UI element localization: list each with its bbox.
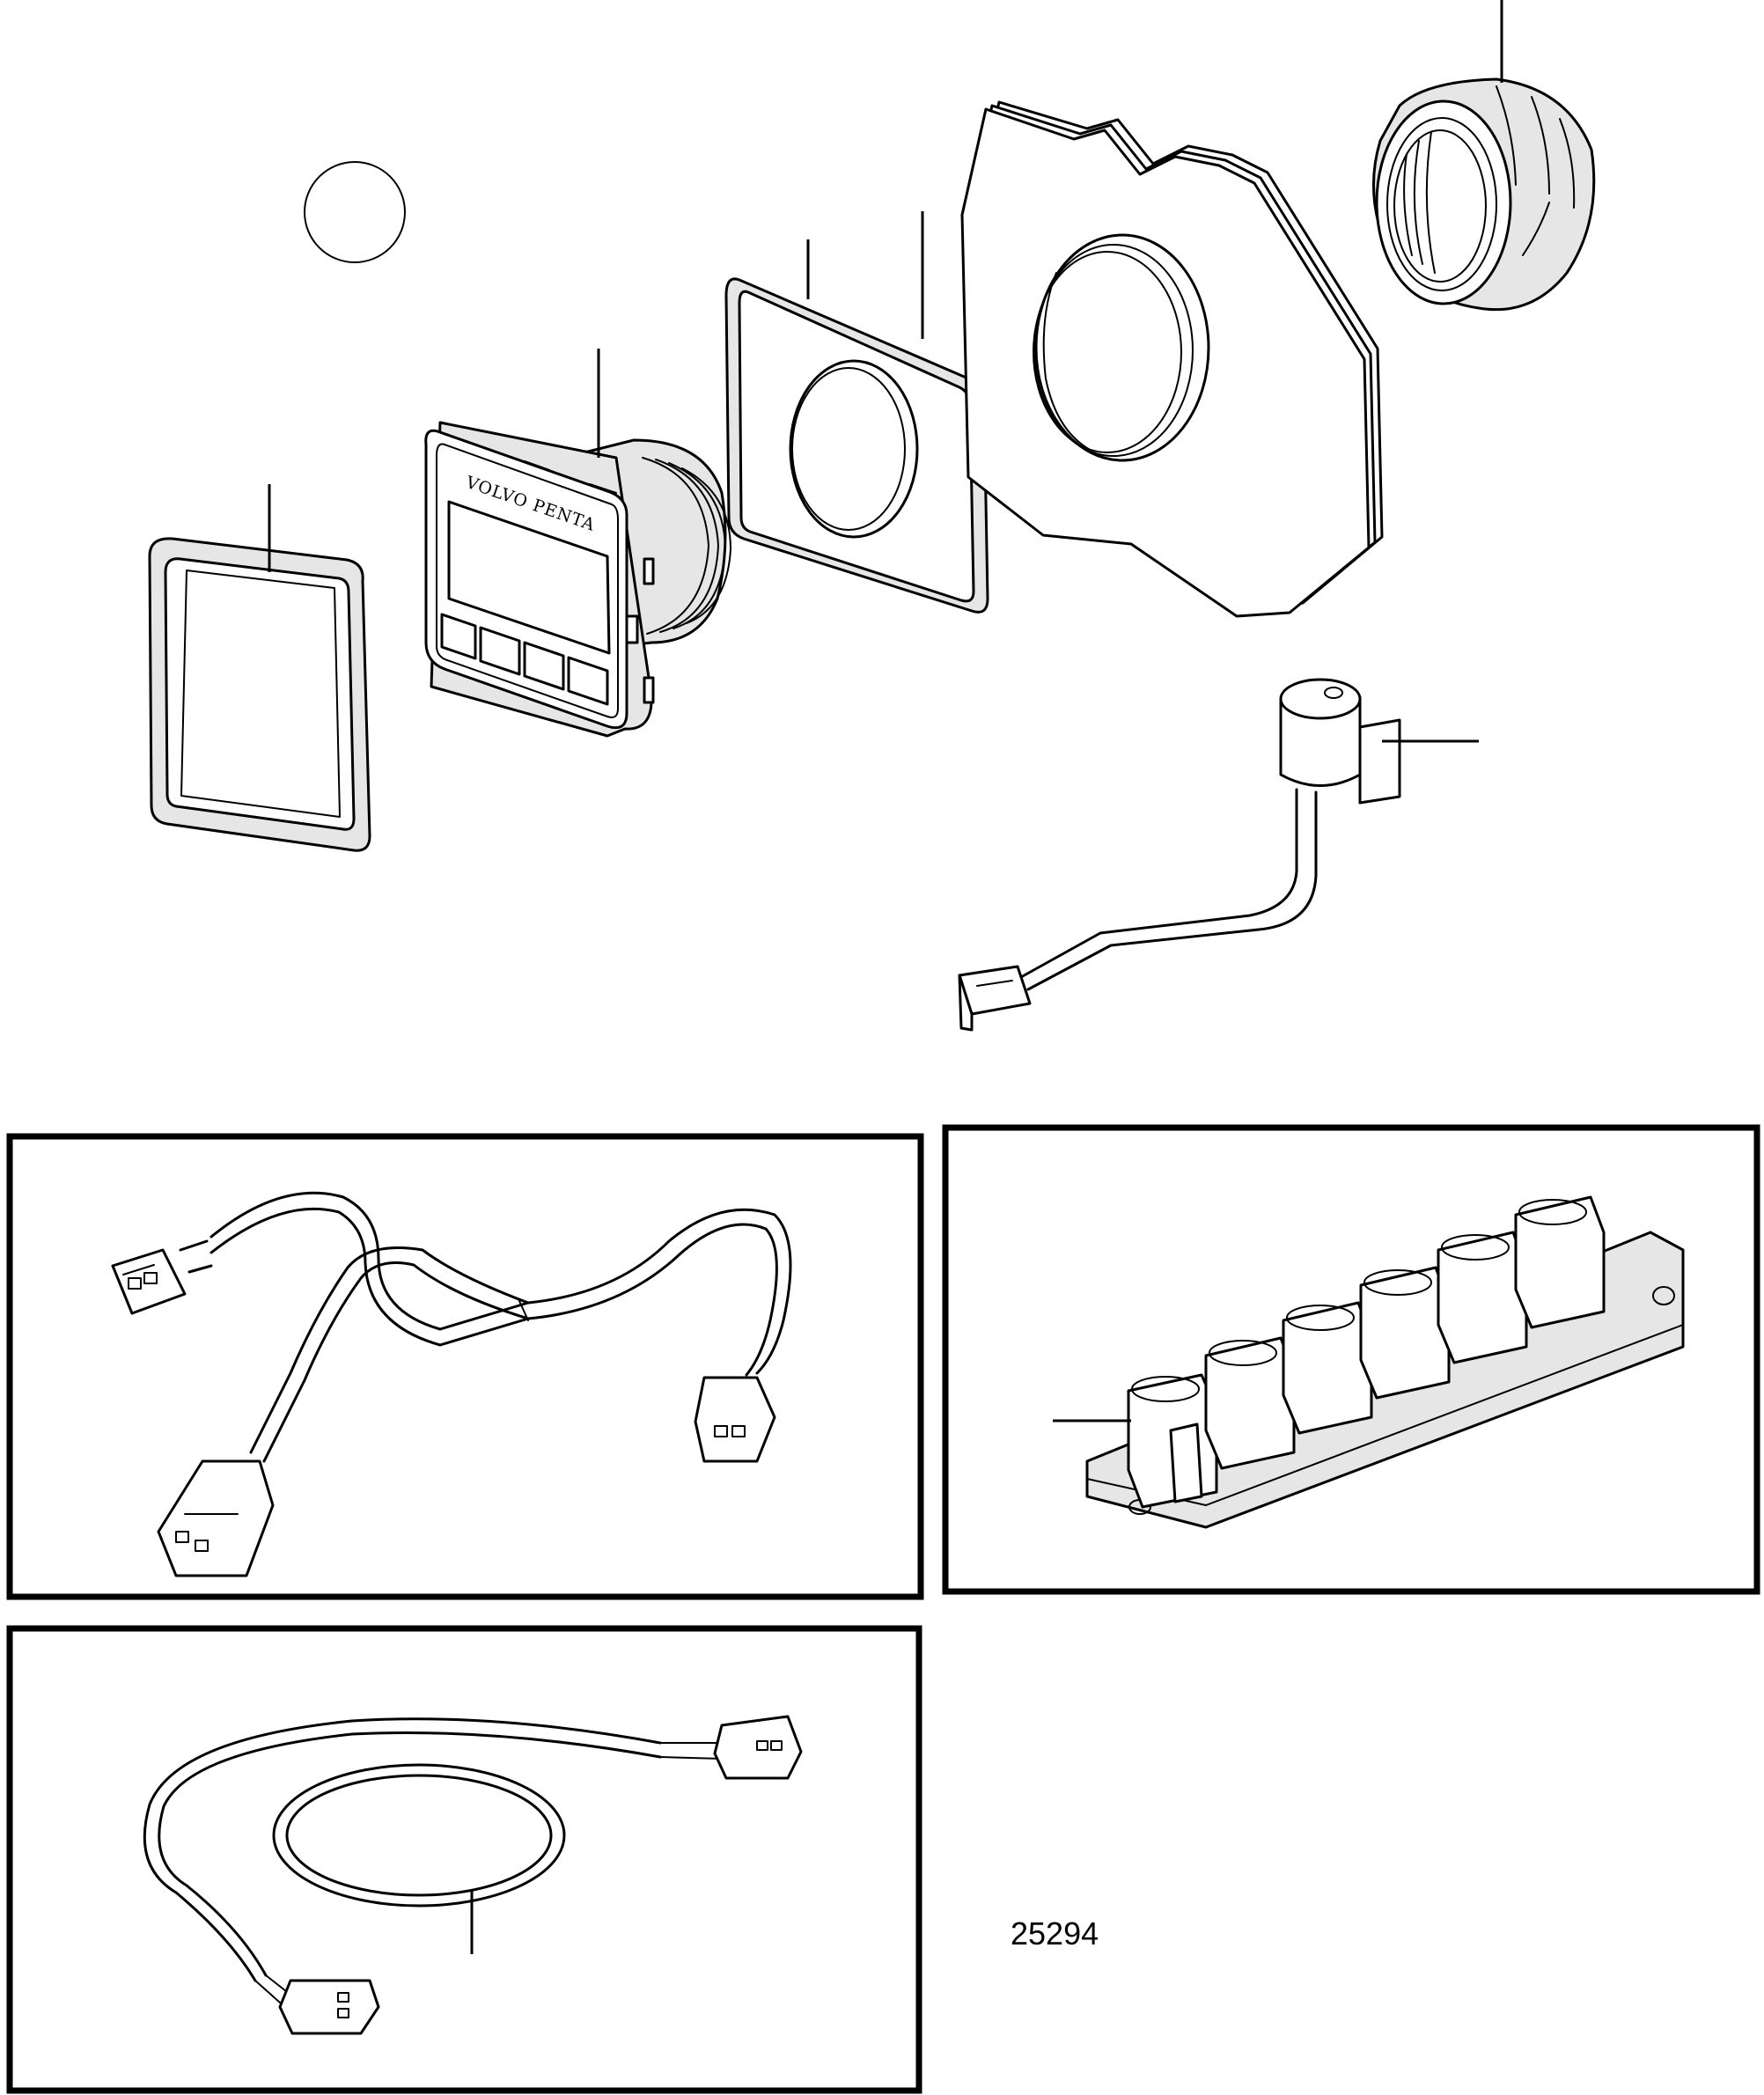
y-harness-box [6, 1133, 924, 1600]
rear-gasket [724, 277, 989, 614]
retaining-nut [1371, 77, 1596, 312]
buzzer [958, 678, 1401, 1032]
y-harness [111, 1191, 792, 1577]
figure-number: 25294 [1011, 1915, 1099, 1952]
connector-block-box [942, 1124, 1760, 1595]
front-bezel [148, 537, 371, 852]
extension-cable [143, 1715, 803, 2035]
connector-block [1085, 1195, 1685, 1529]
panel-plate [960, 100, 1384, 618]
extension-cable-box [6, 1625, 922, 2094]
reference-circle [304, 161, 406, 263]
display-unit: VOLVO PENTA [424, 421, 731, 738]
